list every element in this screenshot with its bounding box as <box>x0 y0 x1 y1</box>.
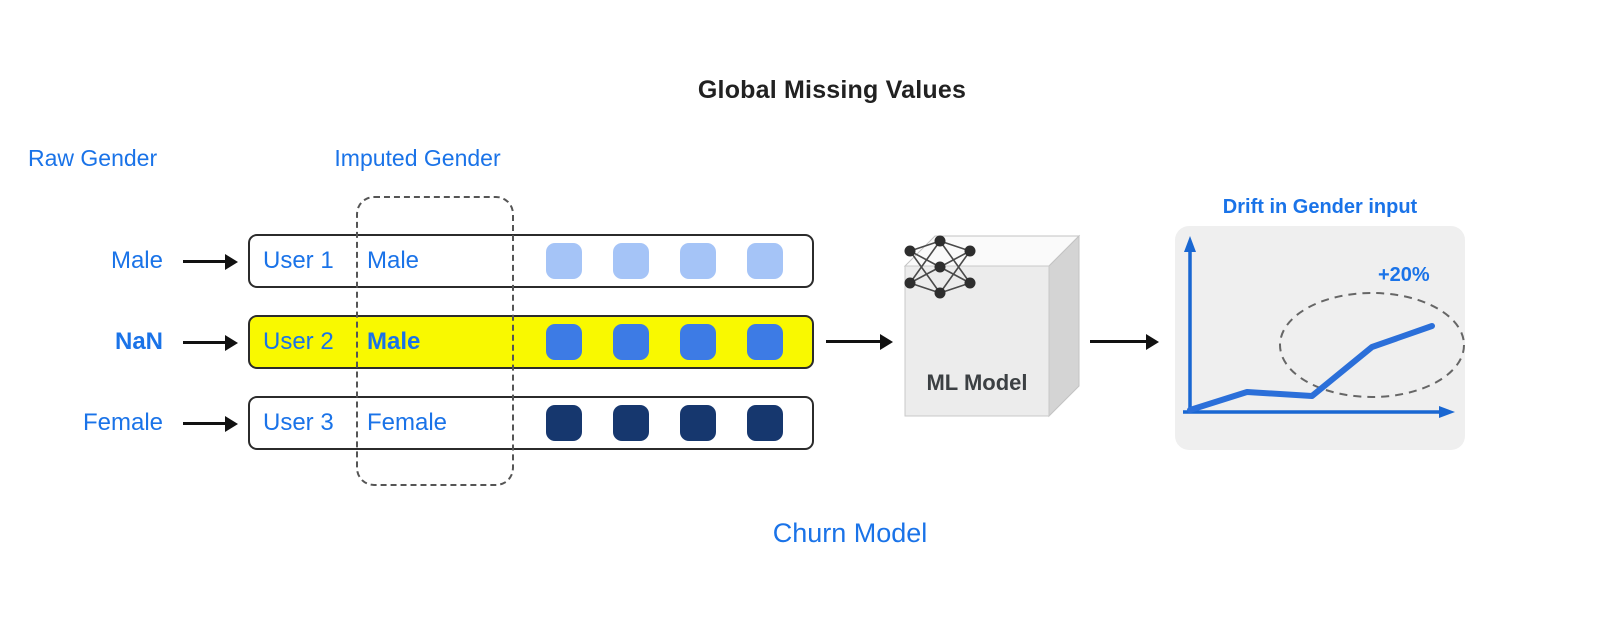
imputed-value-label: Male <box>367 328 421 355</box>
raw-value-label: Female <box>82 409 163 436</box>
rows-to-model-arrow <box>826 340 882 343</box>
feature-squares <box>546 243 783 279</box>
user-record-box: User 3 Female <box>248 396 814 450</box>
user-record-box-highlighted: User 2 Male <box>248 315 814 369</box>
feature-square <box>747 405 783 441</box>
feature-square <box>680 324 716 360</box>
feature-square <box>613 243 649 279</box>
imputed-gender-column-label: Imputed Gender <box>334 145 501 171</box>
drift-chart-title: Drift in Gender input <box>1222 196 1418 218</box>
feature-square <box>680 243 716 279</box>
feature-square <box>613 324 649 360</box>
raw-value-label: NaN <box>114 328 163 355</box>
drift-chart-panel <box>1175 226 1465 450</box>
drift-percentage-annotation: +20% <box>1378 264 1430 286</box>
churn-model-label: Churn Model <box>772 518 928 548</box>
diagram-title: Global Missing Values <box>697 76 967 104</box>
drift-chart-plot <box>1183 236 1465 418</box>
ml-model-label: ML Model <box>926 370 1028 395</box>
drift-line <box>1187 323 1435 413</box>
feature-squares <box>546 324 783 360</box>
row-arrow <box>183 260 227 263</box>
feature-square <box>546 405 582 441</box>
row-arrow <box>183 422 227 425</box>
user-row-1: Male User 1 Male <box>0 234 830 288</box>
user-id-label: User 1 <box>263 247 334 274</box>
user-row-2: NaN User 2 Male <box>0 315 830 369</box>
user-id-label: User 2 <box>263 328 334 355</box>
feature-square <box>680 405 716 441</box>
cube-shape <box>903 234 1081 418</box>
neural-network-icon <box>904 235 976 299</box>
imputed-value-label: Female <box>367 409 448 436</box>
raw-value-label: Male <box>110 247 163 274</box>
user-id-label: User 3 <box>263 409 334 436</box>
feature-squares <box>546 405 783 441</box>
row-arrow <box>183 341 227 344</box>
drift-region-ellipse <box>1279 292 1465 398</box>
user-row-3: Female User 3 Female <box>0 396 830 450</box>
feature-square <box>546 324 582 360</box>
feature-square <box>747 243 783 279</box>
user-record-box: User 1 Male <box>248 234 814 288</box>
feature-square <box>546 243 582 279</box>
model-to-chart-arrow <box>1090 340 1148 343</box>
feature-square <box>613 405 649 441</box>
feature-square <box>747 324 783 360</box>
ml-model-cube: ML Model <box>902 234 1082 420</box>
raw-gender-column-label: Raw Gender <box>28 145 158 171</box>
imputed-value-label: Male <box>367 247 420 274</box>
